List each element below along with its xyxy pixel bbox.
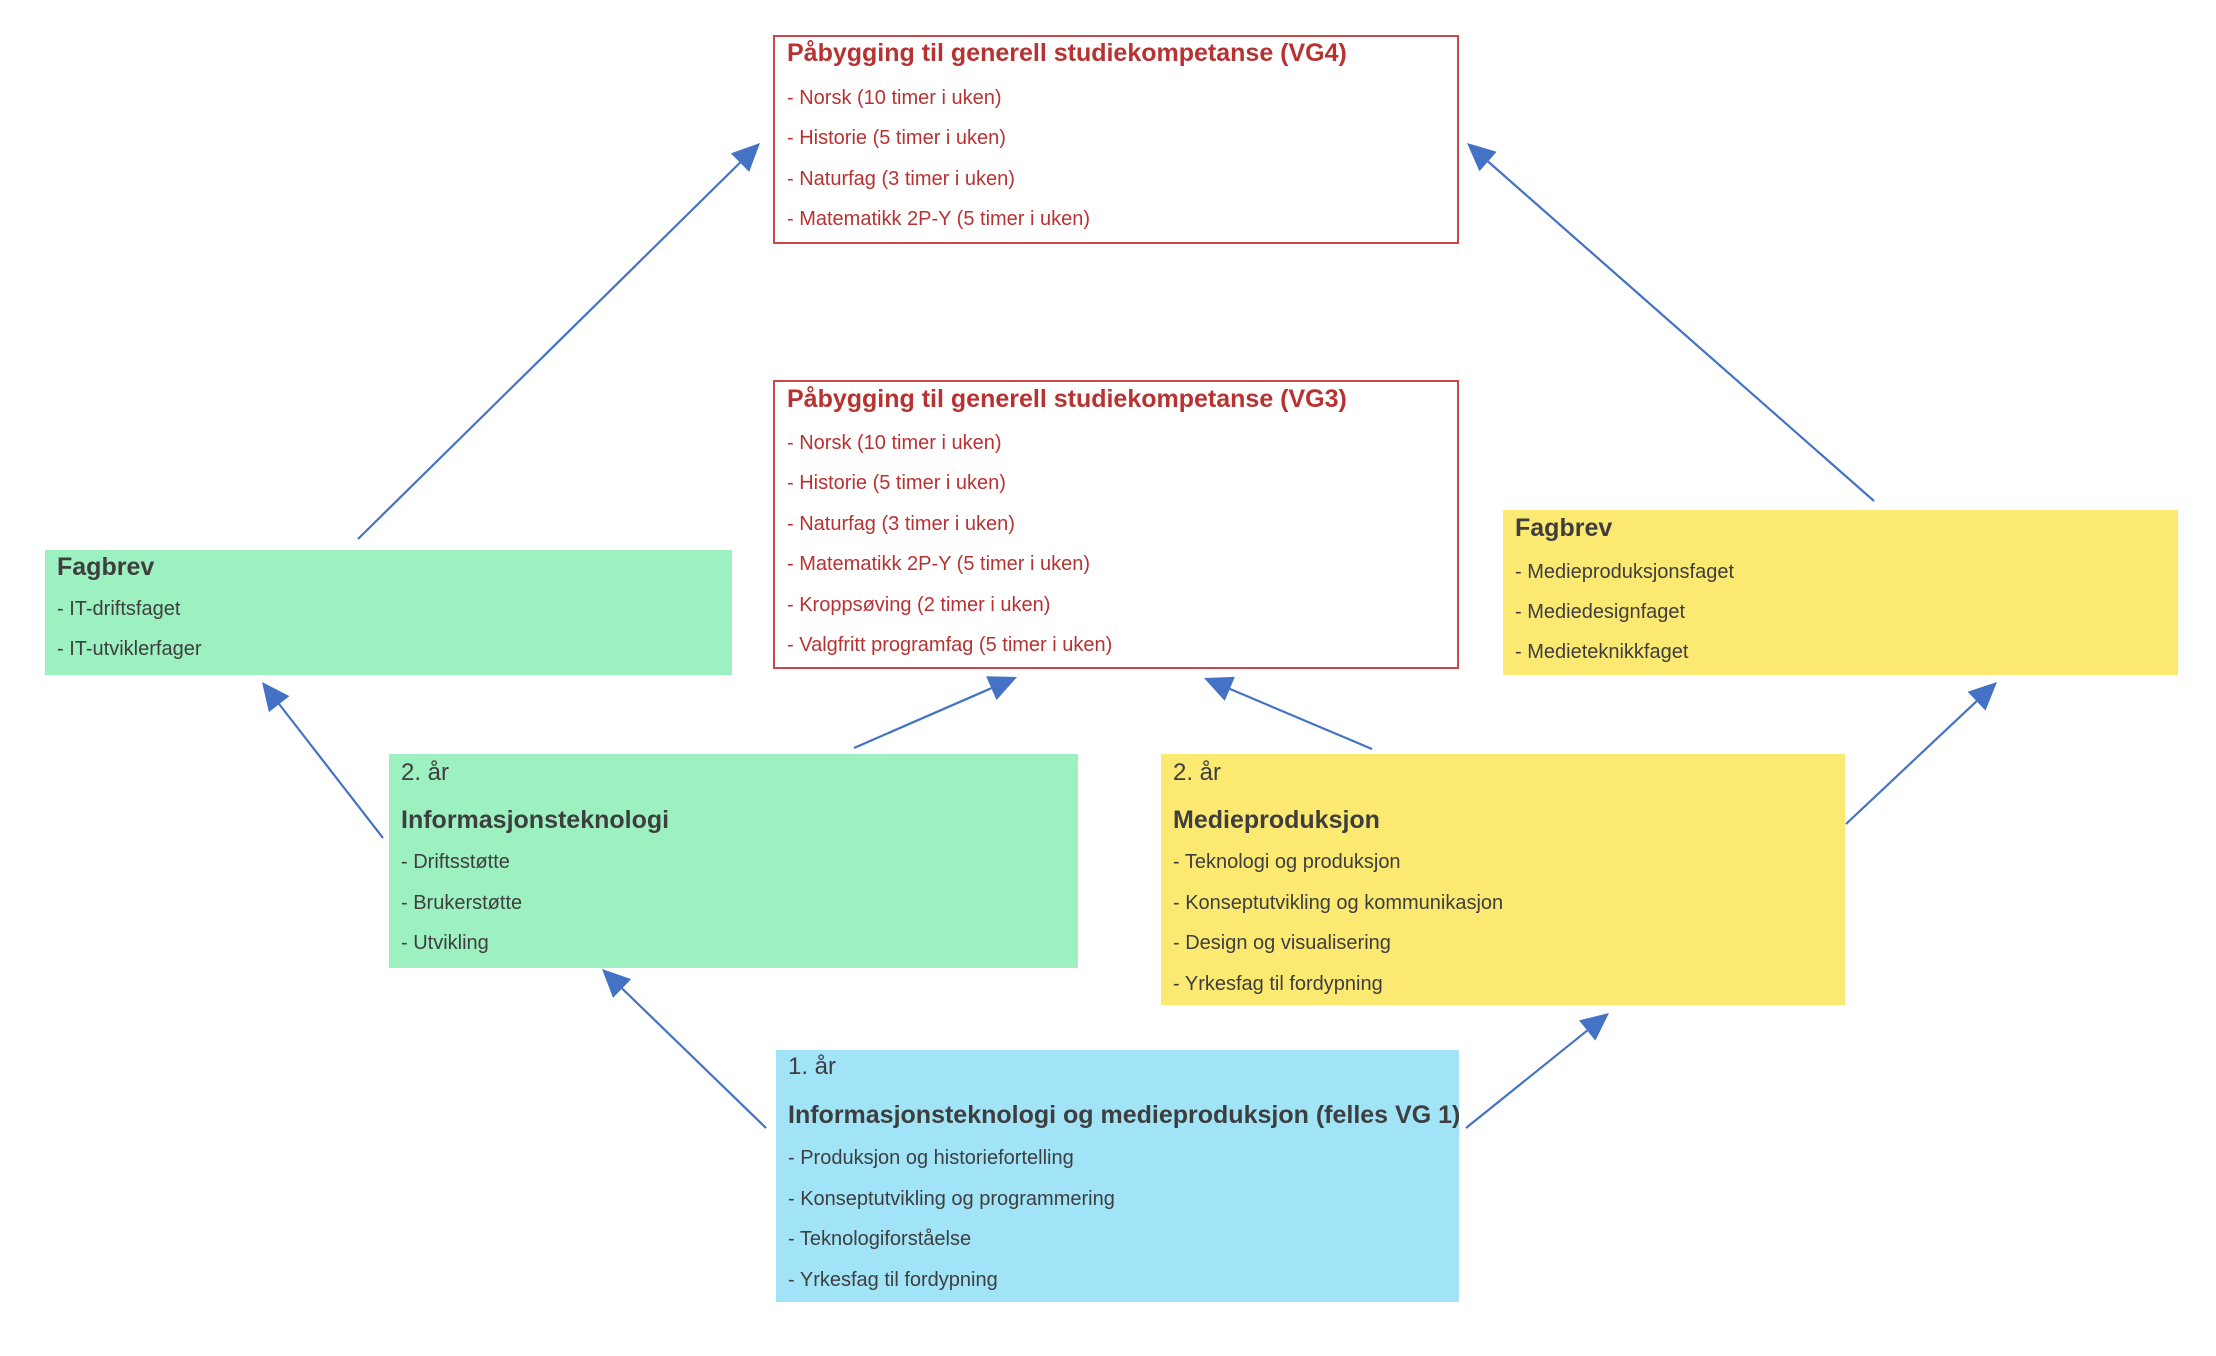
year2-medie-item: - Yrkesfag til fordypning [1173,973,1383,995]
year2-it-title: Informasjonsteknologi [401,806,670,834]
vg3-box: Påbygging til generell studiekompetanse … [773,380,1459,669]
arrowhead-icon [1204,676,1235,701]
year1-year: 1. år [788,1053,837,1080]
vg4-item: - Matematikk 2P-Y (5 timer i uken) [787,208,1091,230]
year1-box: 1. år Informasjonsteknologi og medieprod… [776,1050,1461,1302]
vg3-item: - Matematikk 2P-Y (5 timer i uken) [787,553,1091,575]
arrowhead-icon [986,676,1017,701]
arrowhead-icon [602,969,632,998]
arrowhead-icon [1967,682,1997,711]
fagbrev-medie-box: Fagbrev - Medieproduksjonsfaget - Medied… [1503,510,2178,675]
year2-medie-item: - Konseptutvikling og kommunikasjon [1173,892,1504,914]
vg4-item: - Historie (5 timer i uken) [787,127,1006,149]
fagbrev-it-title: Fagbrev [57,553,155,581]
year2-it-item: - Utvikling [401,932,489,954]
year2-medie-title: Medieproduksjon [1173,806,1380,834]
vg4-box: Påbygging til generell studiekompetanse … [773,35,1459,244]
arrow-fagbrev-medie-to-vg4 [1487,160,1875,502]
year2-medie-item: - Teknologi og produksjon [1173,851,1401,873]
arrowhead-icon [1579,1013,1609,1041]
year1-item: - Teknologiforståelse [788,1228,972,1250]
vg4-title: Påbygging til generell studiekompetanse … [787,39,1347,67]
arrow-year1-to-year2-it [621,987,767,1129]
arrow-fagbrev-it-to-vg4 [357,161,741,540]
vg3-item: - Valgfritt programfag (5 timer i uken) [787,634,1113,656]
fagbrev-it-item: - IT-utviklerfager [57,638,202,660]
arrowhead-icon [1467,143,1497,172]
year2-medie-item: - Design og visualisering [1173,932,1391,954]
arrowhead-icon [730,143,760,172]
arrow-year2-it-to-vg3 [853,687,992,750]
vg3-title: Påbygging til generell studiekompetanse … [787,385,1347,413]
vg3-item: - Norsk (10 timer i uken) [787,432,1002,454]
year2-it-box: 2. år Informasjonsteknologi - Driftsstøt… [389,754,1078,968]
arrow-year2-medie-to-fagbrev-medie [1845,700,1978,825]
fagbrev-medie-item: - Medieteknikkfaget [1515,641,1689,663]
fagbrev-it-item: - IT-driftsfaget [57,598,181,620]
fagbrev-it-box: Fagbrev - IT-driftsfaget - IT-utviklerfa… [45,550,732,675]
arrow-year1-to-year2-medie [1465,1029,1588,1129]
year1-item: - Produksjon og historiefortelling [788,1147,1074,1169]
fagbrev-medie-title: Fagbrev [1515,514,1613,542]
fagbrev-medie-item: - Mediedesignfaget [1515,601,1686,623]
year1-title: Informasjonsteknologi og medieproduksjon… [788,1101,1461,1129]
year1-item: - Konseptutvikling og programmering [788,1188,1115,1210]
vg4-item: - Norsk (10 timer i uken) [787,87,1002,109]
vg3-item: - Kroppsøving (2 timer i uken) [787,594,1051,616]
year2-it-item: - Brukerstøtte [401,892,523,914]
vg3-item: - Historie (5 timer i uken) [787,472,1006,494]
year2-medie-box: 2. år Medieproduksjon - Teknologi og pro… [1161,754,1845,1005]
arrowhead-icon [262,682,290,713]
fagbrev-medie-item: - Medieproduksjonsfaget [1515,561,1735,583]
vg4-item: - Naturfag (3 timer i uken) [787,168,1015,190]
arrow-year2-it-to-fagbrev-it [278,703,384,839]
year2-medie-year: 2. år [1173,759,1222,786]
vg3-item: - Naturfag (3 timer i uken) [787,513,1015,535]
year2-it-year: 2. år [401,759,450,786]
year1-item: - Yrkesfag til fordypning [788,1269,998,1291]
year2-it-item: - Driftsstøtte [401,851,510,873]
arrow-year2-medie-to-vg3 [1229,687,1373,751]
